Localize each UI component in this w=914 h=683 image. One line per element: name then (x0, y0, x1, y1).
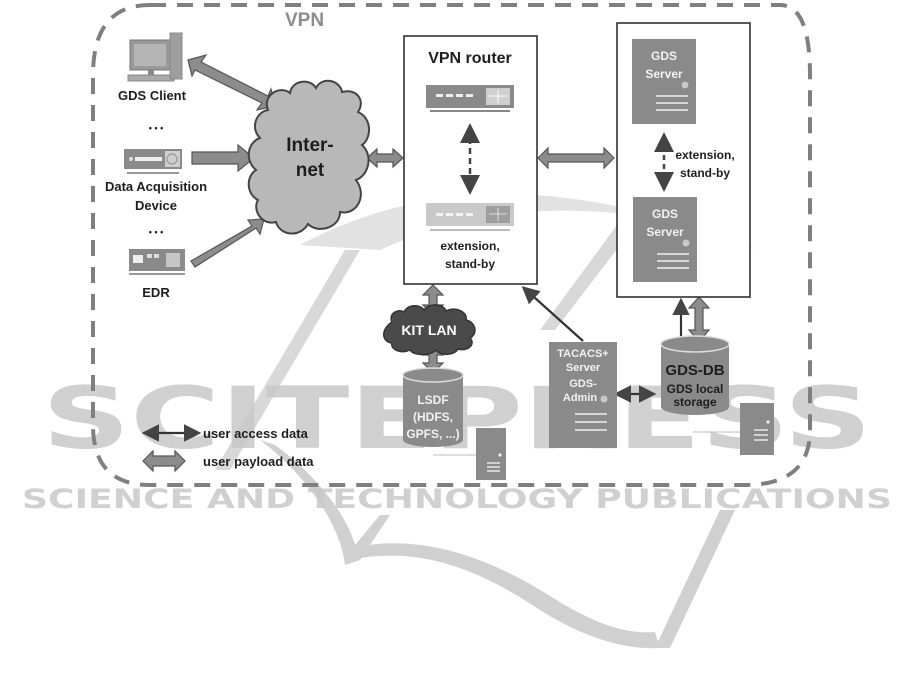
gds-standby-line1: extension, (675, 148, 734, 162)
kit-lan-label: KIT LAN (401, 322, 456, 338)
gds-server-secondary-line1: GDS (652, 207, 678, 221)
vpn-router-box: VPN router extension, stand-by (403, 35, 538, 285)
lsdf-line1: LSDF (417, 393, 448, 407)
data-acquisition-device: Data Acquisition Device (105, 149, 207, 213)
watermark-book-left (260, 440, 390, 565)
tacacs-server: TACACS+ Server GDS- Admin (549, 342, 617, 448)
gds-db-sub-line1: GDS local (667, 382, 724, 396)
vpn-boundary (91, 2, 812, 487)
daq-label-line1: Data Acquisition (105, 179, 207, 194)
gds-server-secondary: GDS Server (633, 197, 697, 282)
router-standby-line2: stand-by (445, 257, 495, 271)
router-icon-standby (426, 203, 514, 231)
gds-server-primary-line2: Server (645, 67, 683, 81)
legend-access-label: user access data (203, 426, 309, 441)
watermark-book-curve (350, 543, 660, 649)
arrow-daq-internet (191, 143, 255, 173)
gds-server-secondary-line2: Server (646, 225, 684, 239)
cloud-icon (247, 79, 370, 235)
legend-payload-arrow (142, 449, 186, 473)
database-icon (403, 368, 463, 447)
gds-standby-line2: stand-by (680, 166, 730, 180)
arrow-gds-db (687, 296, 711, 343)
internet-label-line1: Inter- (286, 135, 334, 156)
daq-label-line2: Device (135, 198, 177, 213)
acquisition-device-icon (124, 149, 182, 174)
tacacs-line1: TACACS+ (557, 348, 608, 360)
edr-label: EDR (142, 285, 170, 300)
gds-client-label: GDS Client (118, 88, 187, 103)
gds-client: GDS Client (118, 32, 187, 103)
gds-db-sub-line2: storage (673, 395, 717, 409)
tacacs-line3: GDS- (569, 378, 597, 390)
arrow-internet-router (366, 147, 404, 169)
arrow-client-internet (187, 53, 276, 111)
arrow-router-gds (537, 146, 615, 170)
gds-db-title: GDS-DB (665, 362, 724, 379)
gds-server-box: GDS Server extension, stand-by GDS Serve… (616, 22, 751, 298)
legend-payload-label: user payload data (203, 454, 314, 469)
lsdf-storage: LSDF (HDFS, GPFS, ...) (402, 367, 464, 447)
watermark-subtitle: SCIENCE AND TECHNOLOGY PUBLICATIONS (22, 484, 892, 515)
router-icon-primary (426, 85, 514, 112)
vpn-label: VPN (285, 10, 324, 31)
ellipsis-2: • • • (149, 227, 163, 237)
arrow-tacacs-router (521, 286, 584, 342)
computer-icon (127, 32, 183, 82)
kit-lan-cloud: KIT LAN (383, 304, 476, 356)
gds-server-primary-line1: GDS (651, 49, 677, 63)
vpn-router-title: VPN router (428, 50, 512, 67)
edr-icon (129, 249, 185, 275)
server-led-icon (682, 239, 690, 247)
gds-db: GDS-DB GDS local storage (660, 335, 730, 415)
watermark-slash-2 (215, 250, 360, 470)
tacacs-line4: Admin (563, 392, 598, 404)
lsdf-line2: (HDFS, (413, 410, 453, 424)
router-standby-line1: extension, (440, 239, 499, 253)
gds-server-primary: GDS Server (632, 39, 696, 124)
legend: user access data user payload data (203, 426, 314, 469)
watermark-book-right (655, 510, 735, 648)
server-led-icon (681, 81, 689, 89)
internet-cloud: Inter- net (247, 79, 370, 235)
arrow-edr-internet (190, 218, 265, 268)
lsdf-server-icon (433, 428, 506, 480)
lsdf-line3: GPFS, ...) (406, 427, 459, 441)
db-server-icon (693, 403, 774, 455)
database-icon (661, 336, 729, 415)
ellipsis-1: • • • (149, 123, 163, 133)
edr: EDR (129, 249, 185, 300)
server-led-icon (600, 395, 608, 403)
tacacs-line2: Server (566, 362, 601, 374)
dark-cloud-icon (383, 304, 476, 356)
access-arrows (141, 286, 690, 442)
internet-label-line2: net (296, 160, 325, 181)
